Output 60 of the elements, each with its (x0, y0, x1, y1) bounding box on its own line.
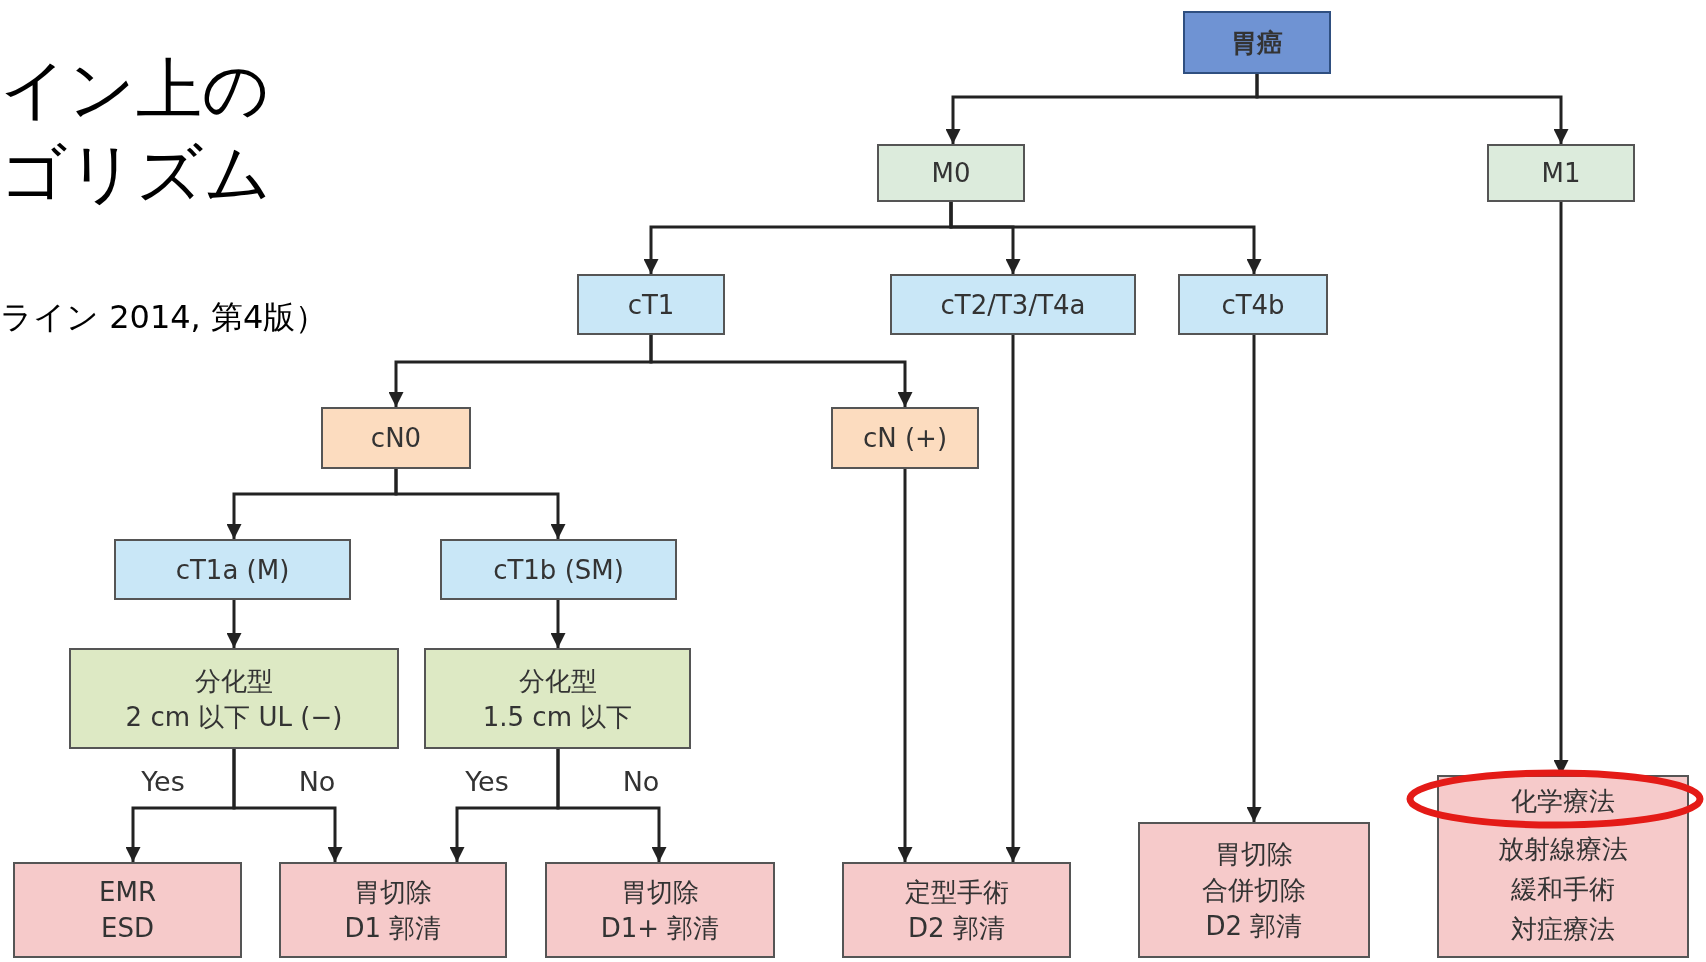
node-text: D2 郭清 (908, 912, 1005, 945)
treatment-box (545, 862, 775, 958)
arrow (556, 749, 667, 862)
stage-box (577, 274, 725, 335)
node-text: D1 郭清 (344, 912, 442, 945)
treatment-box (842, 862, 1071, 958)
condition-box (69, 648, 399, 749)
node-text: 2 cm 以下 UL (−) (125, 700, 343, 734)
stage-box (321, 407, 471, 469)
node-text: 胃癌 (1231, 26, 1283, 60)
node-text: cN (+) (862, 422, 948, 455)
node-text: ESD (101, 912, 154, 945)
treatment-box (1437, 775, 1689, 958)
condition-box (424, 648, 691, 749)
node-text: cT1 (627, 288, 675, 322)
stage-box (890, 274, 1136, 335)
node-text: 放射線療法 (1498, 833, 1628, 866)
node-text: D1+ 郭清 (600, 912, 720, 945)
node-text: cT4b (1221, 288, 1285, 322)
node-text: 化学療法 (1511, 785, 1615, 818)
node-text: cT2/T3/T4a (940, 288, 1086, 322)
node-text: 対症療法 (1511, 913, 1615, 946)
stage-box (440, 539, 677, 600)
node-text: EMR (99, 876, 156, 909)
arrow (649, 335, 913, 407)
arrow (1005, 335, 1021, 862)
node-text: 胃切除 (354, 876, 432, 909)
treatment-box (13, 862, 242, 958)
node-text: 分化型 (518, 664, 597, 698)
arrow (550, 600, 566, 648)
stage-box (1487, 144, 1635, 202)
node-text: 合併切除 (1202, 874, 1306, 907)
title: イン上のゴリズム (0, 50, 273, 214)
node-text: cN0 (370, 422, 422, 455)
node-text: cT1b (SM) (493, 553, 624, 587)
arrow (897, 469, 913, 862)
caption: ライン 2014, 第4版） (0, 297, 328, 338)
root-box (1183, 11, 1331, 74)
node-text: 分化型 (195, 664, 273, 698)
stage-box (1178, 274, 1328, 335)
arrow (949, 202, 1262, 274)
node-text: M1 (1541, 157, 1581, 190)
node-text: D2 郭清 (1205, 910, 1303, 943)
stage-box (831, 407, 979, 469)
treatment-box (1138, 822, 1370, 958)
node-text: 胃切除 (621, 876, 699, 909)
node-text: 1.5 cm 以下 (482, 700, 633, 734)
treatment-box (279, 862, 507, 958)
arrow (232, 749, 343, 862)
stage-box (114, 539, 351, 600)
node-text: 胃切除 (1215, 838, 1293, 871)
node-text: cT1a (M) (175, 553, 290, 587)
arrow (226, 600, 242, 648)
node-text: 定型手術 (904, 876, 1009, 909)
arrow (394, 469, 566, 539)
arrow (1255, 74, 1569, 144)
stage-box (877, 144, 1025, 202)
node-text: 緩和手術 (1511, 873, 1615, 906)
arrow (1246, 335, 1262, 822)
node-text: M0 (931, 157, 971, 190)
